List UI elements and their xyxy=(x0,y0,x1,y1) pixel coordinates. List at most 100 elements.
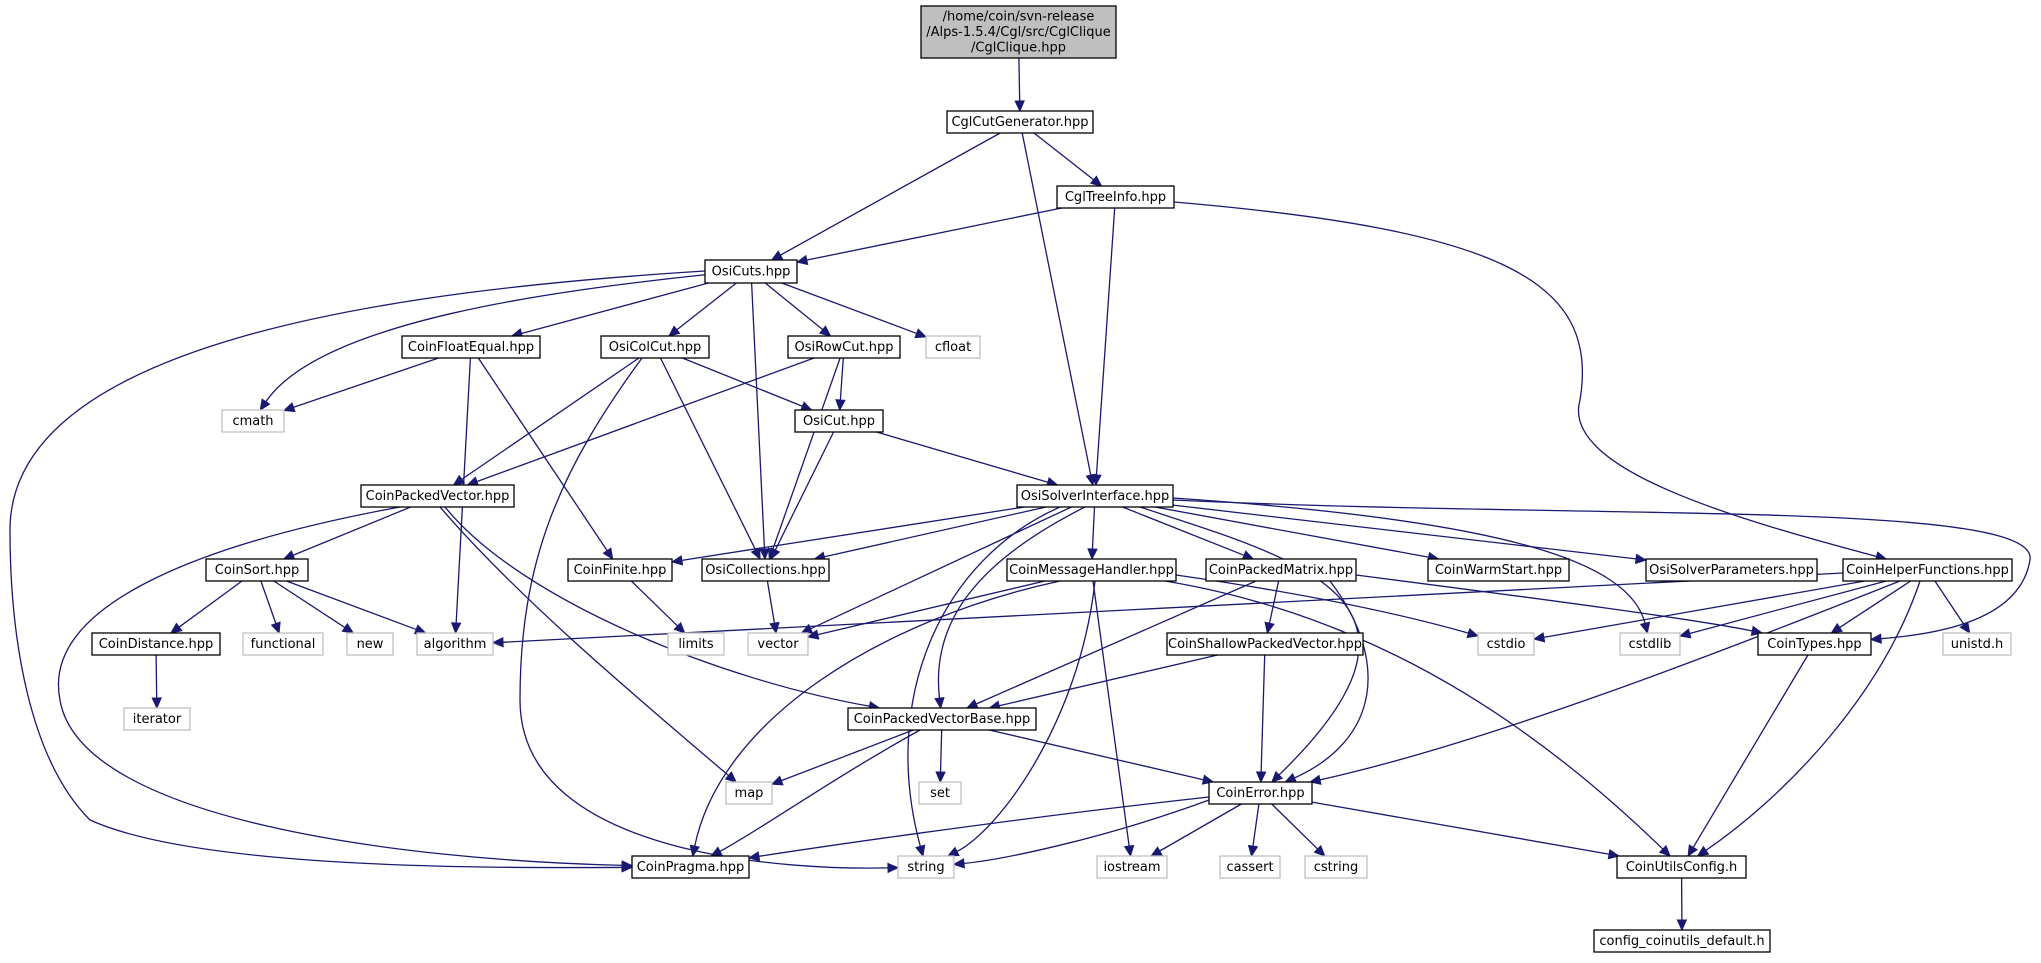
node-label: CoinDistance.hpp xyxy=(99,637,214,652)
node-coinutilsconfig[interactable]: CoinUtilsConfig.h xyxy=(1616,855,1747,879)
node-coinpragma[interactable]: CoinPragma.hpp xyxy=(631,855,750,879)
node-osisolverparameters[interactable]: OsiSolverParameters.hpp xyxy=(1645,558,1818,582)
node-box xyxy=(631,855,750,879)
node-coinmessagehandler[interactable]: CoinMessageHandler.hpp xyxy=(1006,558,1177,582)
node-label: vector xyxy=(757,637,799,652)
node-box xyxy=(1208,781,1313,805)
node-box xyxy=(1016,484,1174,508)
node-label: functional xyxy=(251,637,316,652)
node-cfloat: cfloat xyxy=(925,335,981,359)
edge-CoinHelperFunctions-to-cstdlib xyxy=(1678,580,1887,639)
node-osicut[interactable]: OsiCut.hpp xyxy=(794,409,884,433)
node-limits: limits xyxy=(667,632,725,656)
node-label: CoinSort.hpp xyxy=(215,563,299,578)
edge-CoinPackedVector-to-map xyxy=(439,506,738,783)
edge-CoinMessageHandler-to-CoinUtilsConfig xyxy=(1164,580,1671,857)
node-box xyxy=(918,781,962,805)
node-coindistance[interactable]: CoinDistance.hpp xyxy=(91,632,221,656)
node-cstring: cstring xyxy=(1304,855,1368,879)
node-label: CoinFloatEqual.hpp xyxy=(408,340,534,355)
edge-CoinMessageHandler-to-cstdio xyxy=(1175,574,1480,639)
edge-CoinPackedVectorBase-to-CoinError xyxy=(989,729,1215,785)
node-box xyxy=(1619,632,1681,656)
node-cglcutgenerator[interactable]: CglCutGenerator.hpp xyxy=(946,110,1094,134)
node-label: OsiSolverInterface.hpp xyxy=(1021,489,1170,504)
node-box xyxy=(747,632,809,656)
edge-CoinSort-to-new xyxy=(273,580,355,634)
node-box xyxy=(1427,558,1570,582)
edge-CoinMessageHandler-to-vector xyxy=(806,580,1046,640)
node-label: cstdlib xyxy=(1629,637,1672,652)
edge-CoinMessageHandler-to-CoinPragma xyxy=(689,580,1061,858)
node-cointypes[interactable]: CoinTypes.hpp xyxy=(1757,632,1872,656)
node-new: new xyxy=(346,632,394,656)
edge-OsiCuts-to-CoinFloatEqual xyxy=(510,282,709,339)
node-label: OsiCut.hpp xyxy=(803,414,875,429)
node-box xyxy=(701,558,830,582)
node-label: /Alps-1.5.4/Cgl/src/CglClique xyxy=(926,25,1110,40)
node-coinfinite[interactable]: CoinFinite.hpp xyxy=(567,558,673,582)
node-cstdio: cstdio xyxy=(1477,632,1535,656)
edge-CoinFinite-to-limits xyxy=(630,580,686,634)
node-osisolverinterface[interactable]: OsiSolverInterface.hpp xyxy=(1016,484,1174,508)
node-label: CoinPackedVectorBase.hpp xyxy=(854,712,1031,727)
node-string: string xyxy=(897,855,955,879)
node-box xyxy=(1096,855,1168,879)
edge-CoinFloatEqual-to-CoinFinite xyxy=(477,357,614,561)
node-box xyxy=(1006,558,1177,582)
node-coinfloatequal[interactable]: CoinFloatEqual.hpp xyxy=(401,335,541,359)
node-map: map xyxy=(725,781,773,805)
node-coinshallowpackedvector[interactable]: CoinShallowPackedVector.hpp xyxy=(1166,632,1364,656)
node-box xyxy=(1056,185,1175,209)
node-box xyxy=(725,781,773,805)
edge-OsiSolverInterface-to-CoinTypes xyxy=(1172,499,2031,644)
node-box xyxy=(221,409,285,433)
node-label: CoinShallowPackedVector.hpp xyxy=(1168,637,1362,652)
node-label: limits xyxy=(678,637,714,652)
node-coinerror[interactable]: CoinError.hpp xyxy=(1208,781,1313,805)
node-label: CoinError.hpp xyxy=(1216,786,1304,801)
edge-OsiSolverInterface-to-CoinMessageHandler xyxy=(1087,506,1098,561)
node-label: CoinPragma.hpp xyxy=(637,860,745,875)
node-label: cmath xyxy=(232,414,273,429)
node-coinpackedvectorbase[interactable]: CoinPackedVectorBase.hpp xyxy=(847,707,1037,731)
edge-OsiCuts-to-OsiCollections xyxy=(750,282,770,561)
edge-CoinPackedVector-to-CoinPackedVectorBase xyxy=(444,506,881,712)
node-label: new xyxy=(357,637,384,652)
node-osicolcut[interactable]: OsiColCut.hpp xyxy=(600,335,710,359)
node-box xyxy=(1219,855,1281,879)
node-osicollections[interactable]: OsiCollections.hpp xyxy=(701,558,830,582)
node-config-coinutils-default[interactable]: config_coinutils_default.h xyxy=(1593,929,1771,953)
node-osicuts[interactable]: OsiCuts.hpp xyxy=(704,259,798,284)
node-label: OsiCollections.hpp xyxy=(705,563,826,578)
node-coinwarmstart[interactable]: CoinWarmStart.hpp xyxy=(1427,558,1570,582)
node-label: CglCutGenerator.hpp xyxy=(951,115,1088,130)
edge-CoinError-to-CoinUtilsConfig xyxy=(1311,801,1621,860)
edge-CoinHelperFunctions-to-CoinError xyxy=(1309,580,1901,785)
nodes-layer: /home/coin/svn-release/Alps-1.5.4/Cgl/sr… xyxy=(91,5,2013,953)
node-cgltreeinfo[interactable]: CglTreeInfo.hpp xyxy=(1056,185,1175,209)
edge-CglTreeInfo-to-OsiCuts xyxy=(795,207,1062,266)
edge-CoinTypes-to-CoinUtilsConfig xyxy=(1687,654,1809,858)
node-box xyxy=(1616,855,1747,879)
edge-OsiCuts-to-cmath xyxy=(259,273,713,412)
edge-OsiSolverInterface-to-CoinPackedMatrix xyxy=(1122,506,1255,561)
node-box xyxy=(567,558,673,582)
edge-OsiCut-to-OsiSolverInterface xyxy=(876,431,1059,488)
node-coinpackedvector[interactable]: CoinPackedVector.hpp xyxy=(360,484,515,508)
node-root[interactable]: /home/coin/svn-release/Alps-1.5.4/Cgl/sr… xyxy=(920,5,1117,59)
edge-CoinDistance-to-iterator xyxy=(151,654,162,710)
node-coinhelperfunctions[interactable]: CoinHelperFunctions.hpp xyxy=(1842,558,2013,582)
edge-CoinFloatEqual-to-cmath xyxy=(282,357,439,413)
node-set: set xyxy=(918,781,962,805)
edge-OsiCuts-to-OsiColCut xyxy=(668,282,737,337)
node-box xyxy=(787,335,901,359)
node-coinpackedmatrix[interactable]: CoinPackedMatrix.hpp xyxy=(1205,558,1357,582)
node-box xyxy=(1757,632,1872,656)
edge-OsiSolverInterface-to-cstdlib xyxy=(1172,497,1651,635)
node-box xyxy=(1166,632,1364,656)
node-osirowcut[interactable]: OsiRowCut.hpp xyxy=(787,335,901,359)
node-coinsort[interactable]: CoinSort.hpp xyxy=(205,558,309,582)
node-label: CoinTypes.hpp xyxy=(1767,637,1861,652)
